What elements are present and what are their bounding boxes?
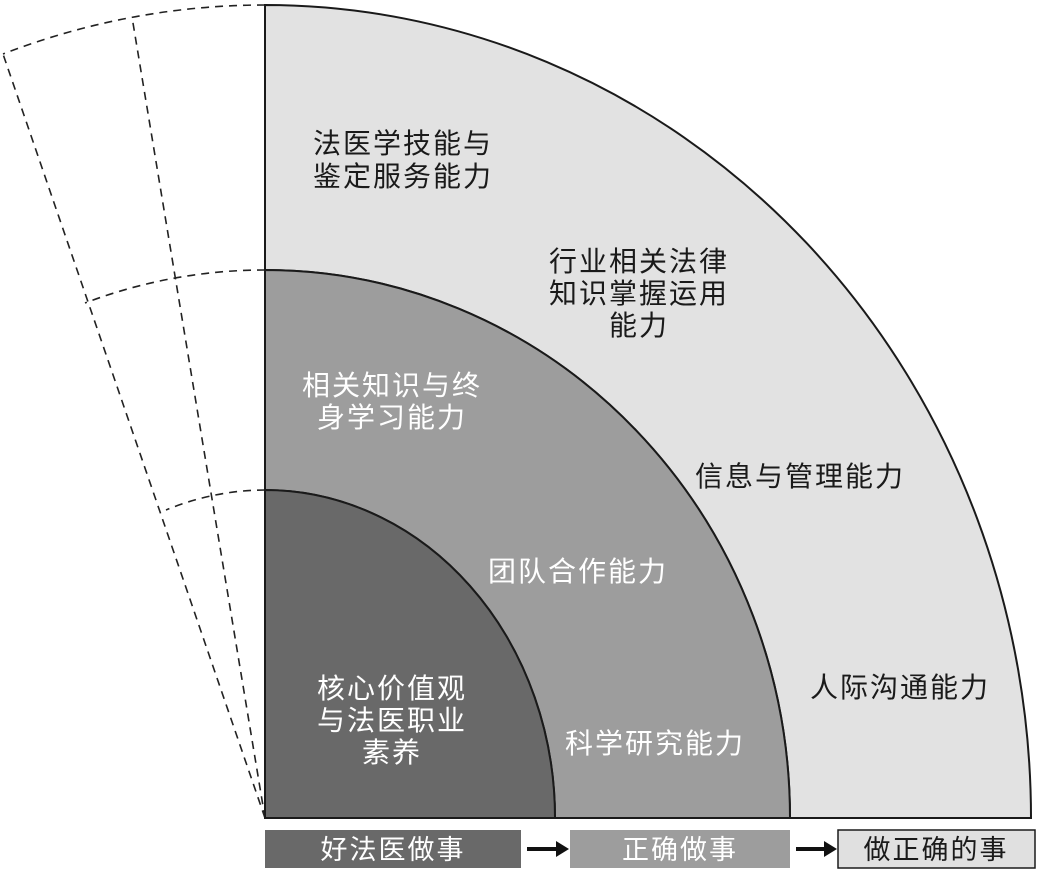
dashed-middle-arc — [84, 269, 266, 304]
flow-box-1-label: 好法医做事 — [321, 835, 466, 866]
middle-ring-labels: 相关知识与终 身学习能力 团队合作能力 科学研究能力 — [302, 369, 745, 760]
label-forensic-skills-line1: 法医学技能与 — [313, 127, 493, 160]
label-lifelong-learning-line1: 相关知识与终 — [302, 369, 482, 402]
flow-box-2-label: 正确做事 — [622, 835, 738, 866]
flow-box-3 — [837, 829, 1036, 869]
flow-box-3-label: 做正确的事 — [864, 835, 1009, 866]
dashed-radial-line-1 — [131, 16, 266, 819]
label-core-values-line1: 核心价值观 — [317, 672, 467, 705]
dashed-outer-arc — [2, 4, 266, 55]
label-legal-knowledge-line1: 行业相关法律 — [549, 245, 729, 278]
dashed-extension — [2, 4, 266, 819]
dashed-inner-arc — [165, 489, 266, 511]
label-interpersonal-communication: 人际沟通能力 — [810, 671, 990, 704]
flow-box-1 — [265, 830, 521, 868]
label-information-management: 信息与管理能力 — [695, 460, 905, 493]
label-legal-knowledge-line3: 能力 — [609, 309, 669, 342]
flow-arrow-2-icon — [796, 841, 837, 857]
outer-ring-labels: 法医学技能与 鉴定服务能力 行业相关法律 知识掌握运用 能力 信息与管理能力 人… — [313, 127, 990, 704]
label-legal-knowledge-line2: 知识掌握运用 — [549, 277, 729, 310]
label-core-values-line2: 与法医职业 — [317, 704, 467, 737]
inner-ring-labels: 核心价值观 与法医职业 素养 — [317, 672, 467, 769]
label-scientific-research: 科学研究能力 — [565, 727, 745, 760]
inner-ring-sector — [264, 488, 557, 819]
bottom-flow-bar: 好法医做事 正确做事 做正确的事 — [265, 829, 1036, 869]
label-teamwork: 团队合作能力 — [488, 555, 668, 588]
flow-arrow-1-icon — [527, 841, 569, 857]
dashed-radial-line-2 — [2, 53, 266, 819]
label-lifelong-learning-line2: 身学习能力 — [317, 401, 467, 434]
label-core-values-line3: 素养 — [362, 736, 422, 769]
label-forensic-skills-line2: 鉴定服务能力 — [313, 160, 493, 193]
flow-box-2 — [570, 830, 790, 868]
